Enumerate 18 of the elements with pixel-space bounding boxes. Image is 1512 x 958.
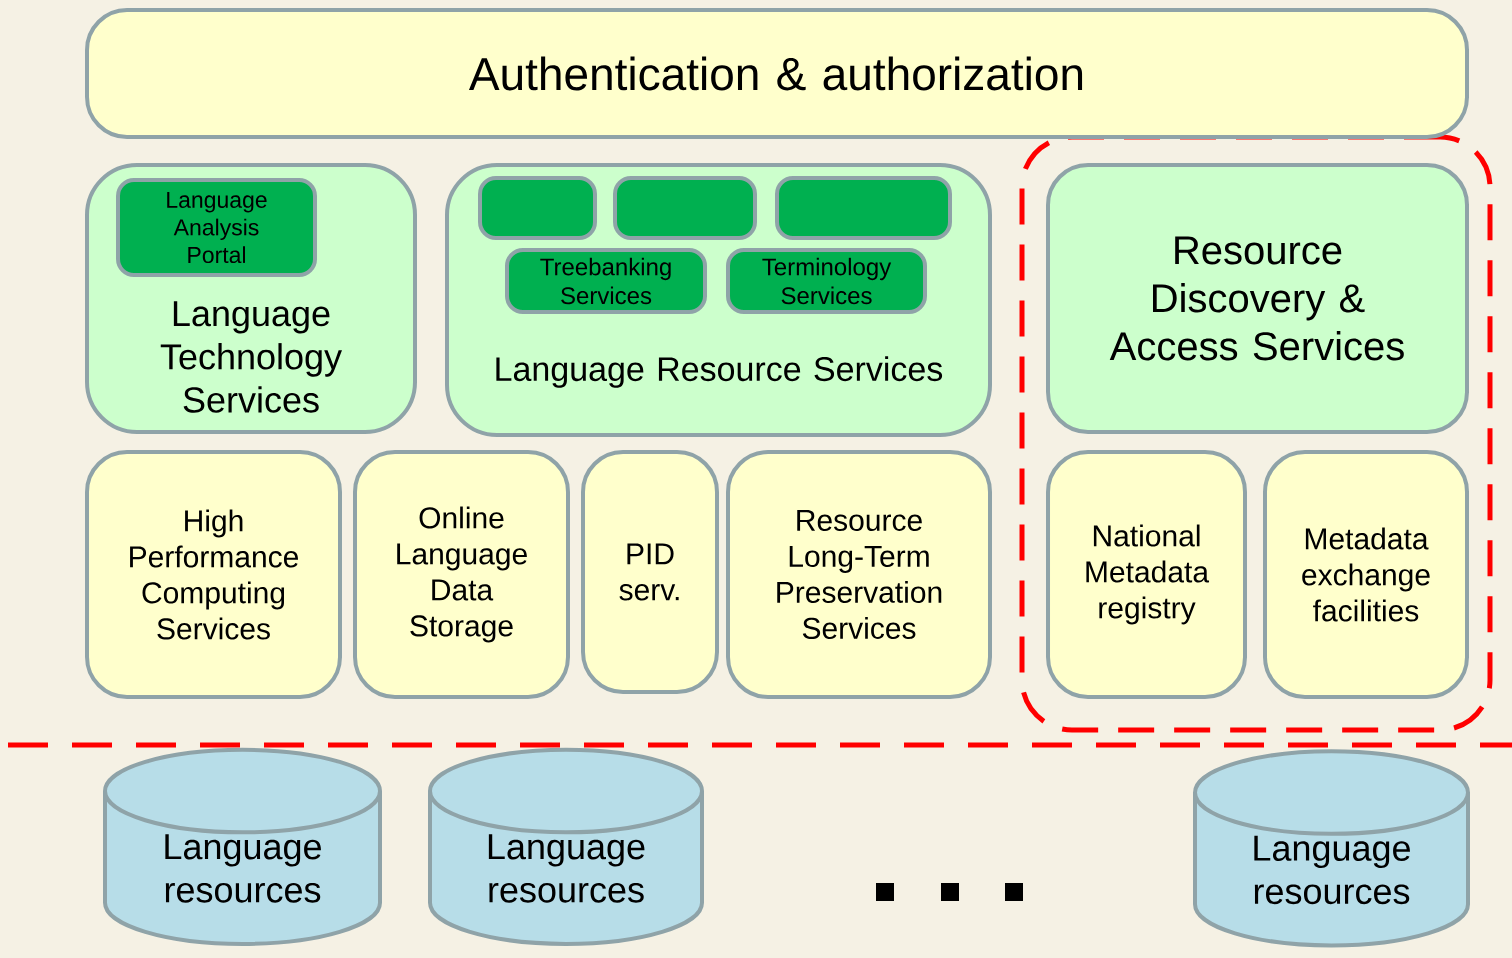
service-box: Online Language Data Storage	[353, 450, 570, 699]
database-cylinder: Language resources	[103, 747, 382, 946]
panel: Resource Discovery & Access Services	[1046, 163, 1469, 434]
service-box: Treebanking Services	[505, 248, 707, 314]
service-box: Language Analysis Portal	[116, 178, 317, 277]
dashed-frame	[1019, 134, 1493, 733]
service-box	[775, 176, 952, 240]
service-box	[478, 176, 597, 240]
service-box: National Metadata registry	[1046, 450, 1247, 699]
database-cylinder: Language resources	[428, 747, 704, 946]
banner-box: Authentication & authorization	[85, 8, 1469, 139]
service-box: Metadata exchange facilities	[1263, 450, 1469, 699]
database-cylinder: Language resources	[1193, 749, 1470, 948]
service-box: Terminology Services	[726, 248, 927, 314]
service-box	[613, 176, 757, 240]
service-box: Resource Long-Term Preservation Services	[726, 450, 992, 699]
service-box: High Performance Computing Services	[85, 450, 342, 699]
service-box: PID serv.	[581, 450, 719, 694]
